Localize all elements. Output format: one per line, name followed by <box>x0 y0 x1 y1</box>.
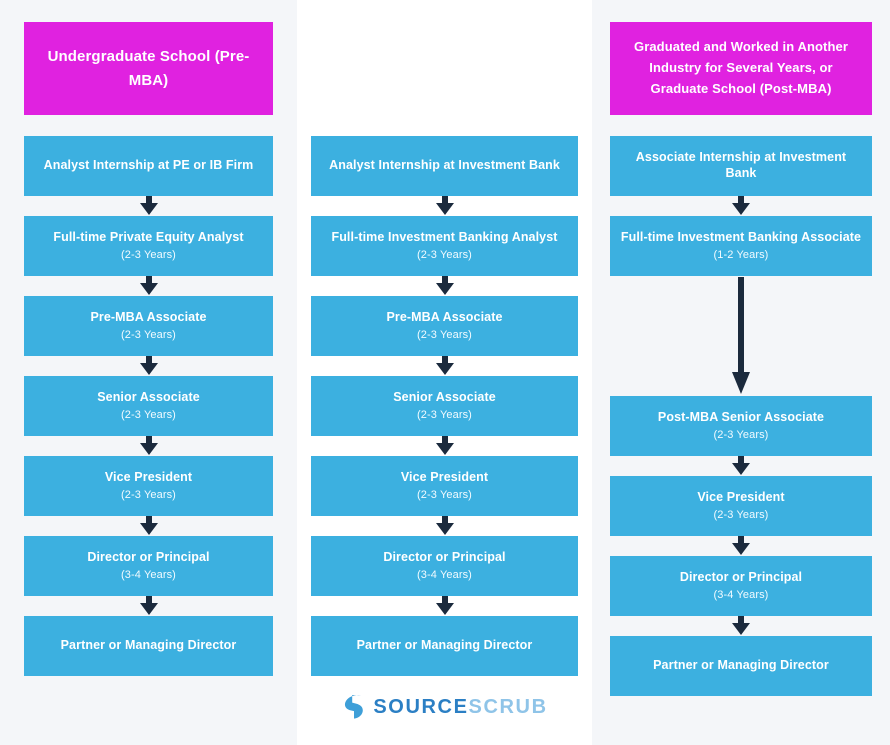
step-duration: (2-3 Years) <box>121 249 176 262</box>
step-box[interactable]: Director or Principal (3-4 Years) <box>610 556 872 616</box>
sourcescrub-wordmark: SOURCESCRUB <box>373 696 547 719</box>
sourcescrub-logo: SOURCESCRUB <box>0 694 890 720</box>
step-box[interactable]: Senior Associate (2-3 Years) <box>311 376 578 436</box>
flow-arrow <box>311 276 578 296</box>
step-duration: (3-4 Years) <box>713 589 769 602</box>
step-box[interactable]: Full-time Investment Banking Associate (1… <box>610 216 872 276</box>
step-title: Analyst Internship at Investment Bank <box>329 158 560 173</box>
step-duration: (2-3 Years) <box>417 409 472 422</box>
step-box[interactable]: Post-MBA Senior Associate (2-3 Years) <box>610 396 872 456</box>
flow-arrow <box>311 516 578 536</box>
flow-arrow <box>610 616 872 636</box>
step-duration: (2-3 Years) <box>417 329 472 342</box>
step-box[interactable]: Full-time Private Equity Analyst (2-3 Yea… <box>24 216 273 276</box>
step-duration: (2-3 Years) <box>121 329 176 342</box>
step-title: Post-MBA Senior Associate <box>657 409 825 424</box>
flow-arrow <box>610 536 872 556</box>
flow-arrow <box>24 516 273 536</box>
step-title: Full-time Private Equity Analyst <box>53 229 244 244</box>
step-title: Partner or Managing Director <box>60 638 237 653</box>
step-title: Vice President <box>697 489 785 504</box>
step-title: Partner or Managing Director <box>356 638 533 653</box>
step-duration: (2-3 Years) <box>417 249 472 262</box>
flow-arrow <box>24 596 273 616</box>
step-title: Partner or Managing Director <box>653 658 829 673</box>
step-duration: (3-4 Years) <box>121 569 176 582</box>
flow-arrow <box>311 436 578 456</box>
column-pre-mba: Undergraduate School (Pre-MBA) Analyst In… <box>0 0 297 745</box>
step-box[interactable]: Vice President (2-3 Years) <box>311 456 578 516</box>
flow-arrow-long <box>610 276 872 396</box>
step-duration: (2-3 Years) <box>713 509 769 522</box>
step-box[interactable]: Partner or Managing Director <box>311 616 578 676</box>
step-title: Vice President <box>104 469 193 484</box>
flow-arrow <box>24 436 273 456</box>
step-title: Senior Associate <box>393 389 496 404</box>
step-box[interactable]: Vice President (2-3 Years) <box>610 476 872 536</box>
step-box[interactable]: Partner or Managing Director <box>610 636 872 696</box>
step-duration: (1-2 Years) <box>713 249 769 262</box>
step-duration: (2-3 Years) <box>713 429 769 442</box>
step-title: Pre-MBA Associate <box>90 309 207 324</box>
step-title: Senior Associate <box>97 389 200 404</box>
flow-arrow <box>311 596 578 616</box>
step-duration: (2-3 Years) <box>417 489 472 502</box>
step-title: Full-time Investment Banking Analyst <box>331 229 558 244</box>
column-post-mba: Graduated and Worked in Another Industry… <box>592 0 890 745</box>
step-box[interactable]: Analyst Internship at PE or IB Firm <box>24 136 273 196</box>
step-title: Director or Principal <box>679 569 803 584</box>
flow-arrow <box>311 356 578 376</box>
step-title: Associate Internship at Investment Bank <box>635 150 847 180</box>
step-title: Director or Principal <box>383 549 506 564</box>
step-box[interactable]: Full-time Investment Banking Analyst (2-3… <box>311 216 578 276</box>
flow-arrow <box>24 196 273 216</box>
step-box[interactable]: Partner or Managing Director <box>24 616 273 676</box>
step-title: Vice President <box>400 469 489 484</box>
flow-arrow <box>610 456 872 476</box>
step-box[interactable]: Associate Internship at Investment Bank <box>610 136 872 196</box>
step-title: Pre-MBA Associate <box>386 309 503 324</box>
column-header-spacer <box>311 22 578 115</box>
logo-word-scrub: SCRUB <box>468 695 548 718</box>
logo-word-source: SOURCE <box>373 695 469 718</box>
step-box[interactable]: Analyst Internship at Investment Bank <box>311 136 578 196</box>
step-box[interactable]: Pre-MBA Associate (2-3 Years) <box>311 296 578 356</box>
column-header-post-mba: Graduated and Worked in Another Industry… <box>610 22 872 115</box>
step-box[interactable]: Senior Associate (2-3 Years) <box>24 376 273 436</box>
step-duration: (3-4 Years) <box>417 569 472 582</box>
flow-arrow <box>311 196 578 216</box>
step-title: Director or Principal <box>87 549 210 564</box>
step-box[interactable]: Pre-MBA Associate (2-3 Years) <box>24 296 273 356</box>
step-box[interactable]: Vice President (2-3 Years) <box>24 456 273 516</box>
step-box[interactable]: Director or Principal (3-4 Years) <box>24 536 273 596</box>
column-header-pre-mba: Undergraduate School (Pre-MBA) <box>24 22 273 115</box>
flow-arrow <box>610 196 872 216</box>
step-duration: (2-3 Years) <box>121 409 176 422</box>
step-title: Analyst Internship at PE or IB Firm <box>43 158 254 173</box>
step-title: Full-time Investment Banking Associate <box>620 229 862 244</box>
flow-arrow <box>24 276 273 296</box>
step-duration: (2-3 Years) <box>121 489 176 502</box>
flow-arrow <box>24 356 273 376</box>
sourcescrub-s-icon <box>345 694 364 719</box>
step-box[interactable]: Director or Principal (3-4 Years) <box>311 536 578 596</box>
